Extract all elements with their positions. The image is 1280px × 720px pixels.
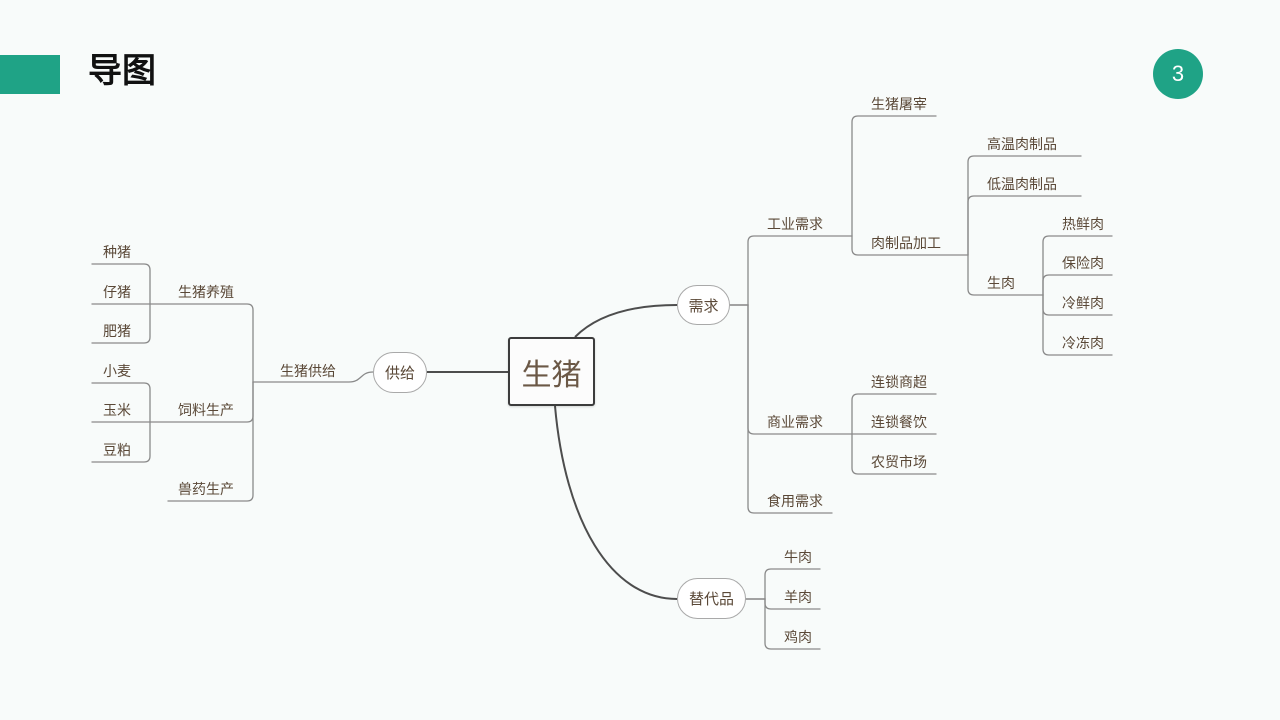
node-breeding-pigs: 种猪 [103,244,131,260]
node-demand: 需求 [677,285,730,325]
node-low-temp-meat-products: 低温肉制品 [987,176,1057,192]
connector-farming-fattening-pigs [91,303,151,344]
connector-commercial-farmers-market [851,433,937,475]
connector-substitutes-chicken [745,598,821,650]
connector-root-demand [574,304,678,338]
connector-industrial-processing [851,235,969,256]
node-chilled-meat: 冷鲜肉 [1062,295,1104,311]
connector-raw-frozen [1042,294,1113,356]
node-wheat: 小麦 [103,363,131,379]
node-hog-farming: 生猪养殖 [178,284,234,300]
connector-commercial-supermarkets [851,393,937,435]
node-supply: 供给 [373,352,427,393]
node-hog-slaughter: 生猪屠宰 [871,96,927,112]
node-hot-fresh-meat: 热鲜肉 [1062,216,1104,232]
connector-raw-hot-fresh [1042,235,1113,296]
node-root-live-hogs: 生猪 [508,337,595,406]
node-frozen-meat: 冷冻肉 [1062,335,1104,351]
node-soybean-meal: 豆粕 [103,442,131,458]
connector-feed-soybean-meal [91,421,151,463]
node-beef: 牛肉 [784,549,812,565]
connector-root-substitutes [554,405,678,600]
node-consumer-demand: 食用需求 [767,493,823,509]
node-chain-restaurants: 连锁餐饮 [871,414,927,430]
node-feed-production: 饲料生产 [178,402,234,418]
node-substitutes: 替代品 [677,578,746,619]
node-raw-meat: 生肉 [987,275,1015,291]
title-accent-bar [0,55,60,94]
connector-supply-hog-supply [252,371,374,383]
connector-hog-supply-vet-drugs [167,381,254,502]
connector-processing-low-temp [967,195,1082,256]
node-fattening-pigs: 肥猪 [103,323,131,339]
node-industrial-demand: 工业需求 [767,216,823,232]
node-mutton: 羊肉 [784,589,812,605]
slide-title: 导图 [88,53,156,90]
connector-farming-breeding-pigs [91,263,151,305]
node-insured-meat: 保险肉 [1062,255,1104,271]
connector-processing-high-temp [967,155,1082,256]
connector-hog-supply-farming [149,303,254,383]
node-corn: 玉米 [103,402,131,418]
node-meat-processing: 肉制品加工 [871,235,941,251]
node-chicken: 鸡肉 [784,629,812,645]
connector-industrial-slaughter [851,115,937,237]
connector-processing-raw-meat [967,254,1044,296]
connector-substitutes-beef [745,568,821,600]
connector-feed-wheat [91,382,151,423]
connector-raw-insured [1042,274,1113,296]
node-high-temp-meat-products: 高温肉制品 [987,136,1057,152]
node-farmers-market: 农贸市场 [871,454,927,470]
node-chain-supermarkets: 连锁商超 [871,374,927,390]
connector-demand-consumer [729,304,833,514]
connector-demand-industrial [729,235,853,306]
node-piglets: 仔猪 [103,284,131,300]
node-commercial-demand: 商业需求 [767,414,823,430]
node-veterinary-drug-production: 兽药生产 [178,481,234,497]
node-hog-supply: 生猪供给 [280,363,336,379]
page-number-badge: 3 [1153,49,1203,99]
